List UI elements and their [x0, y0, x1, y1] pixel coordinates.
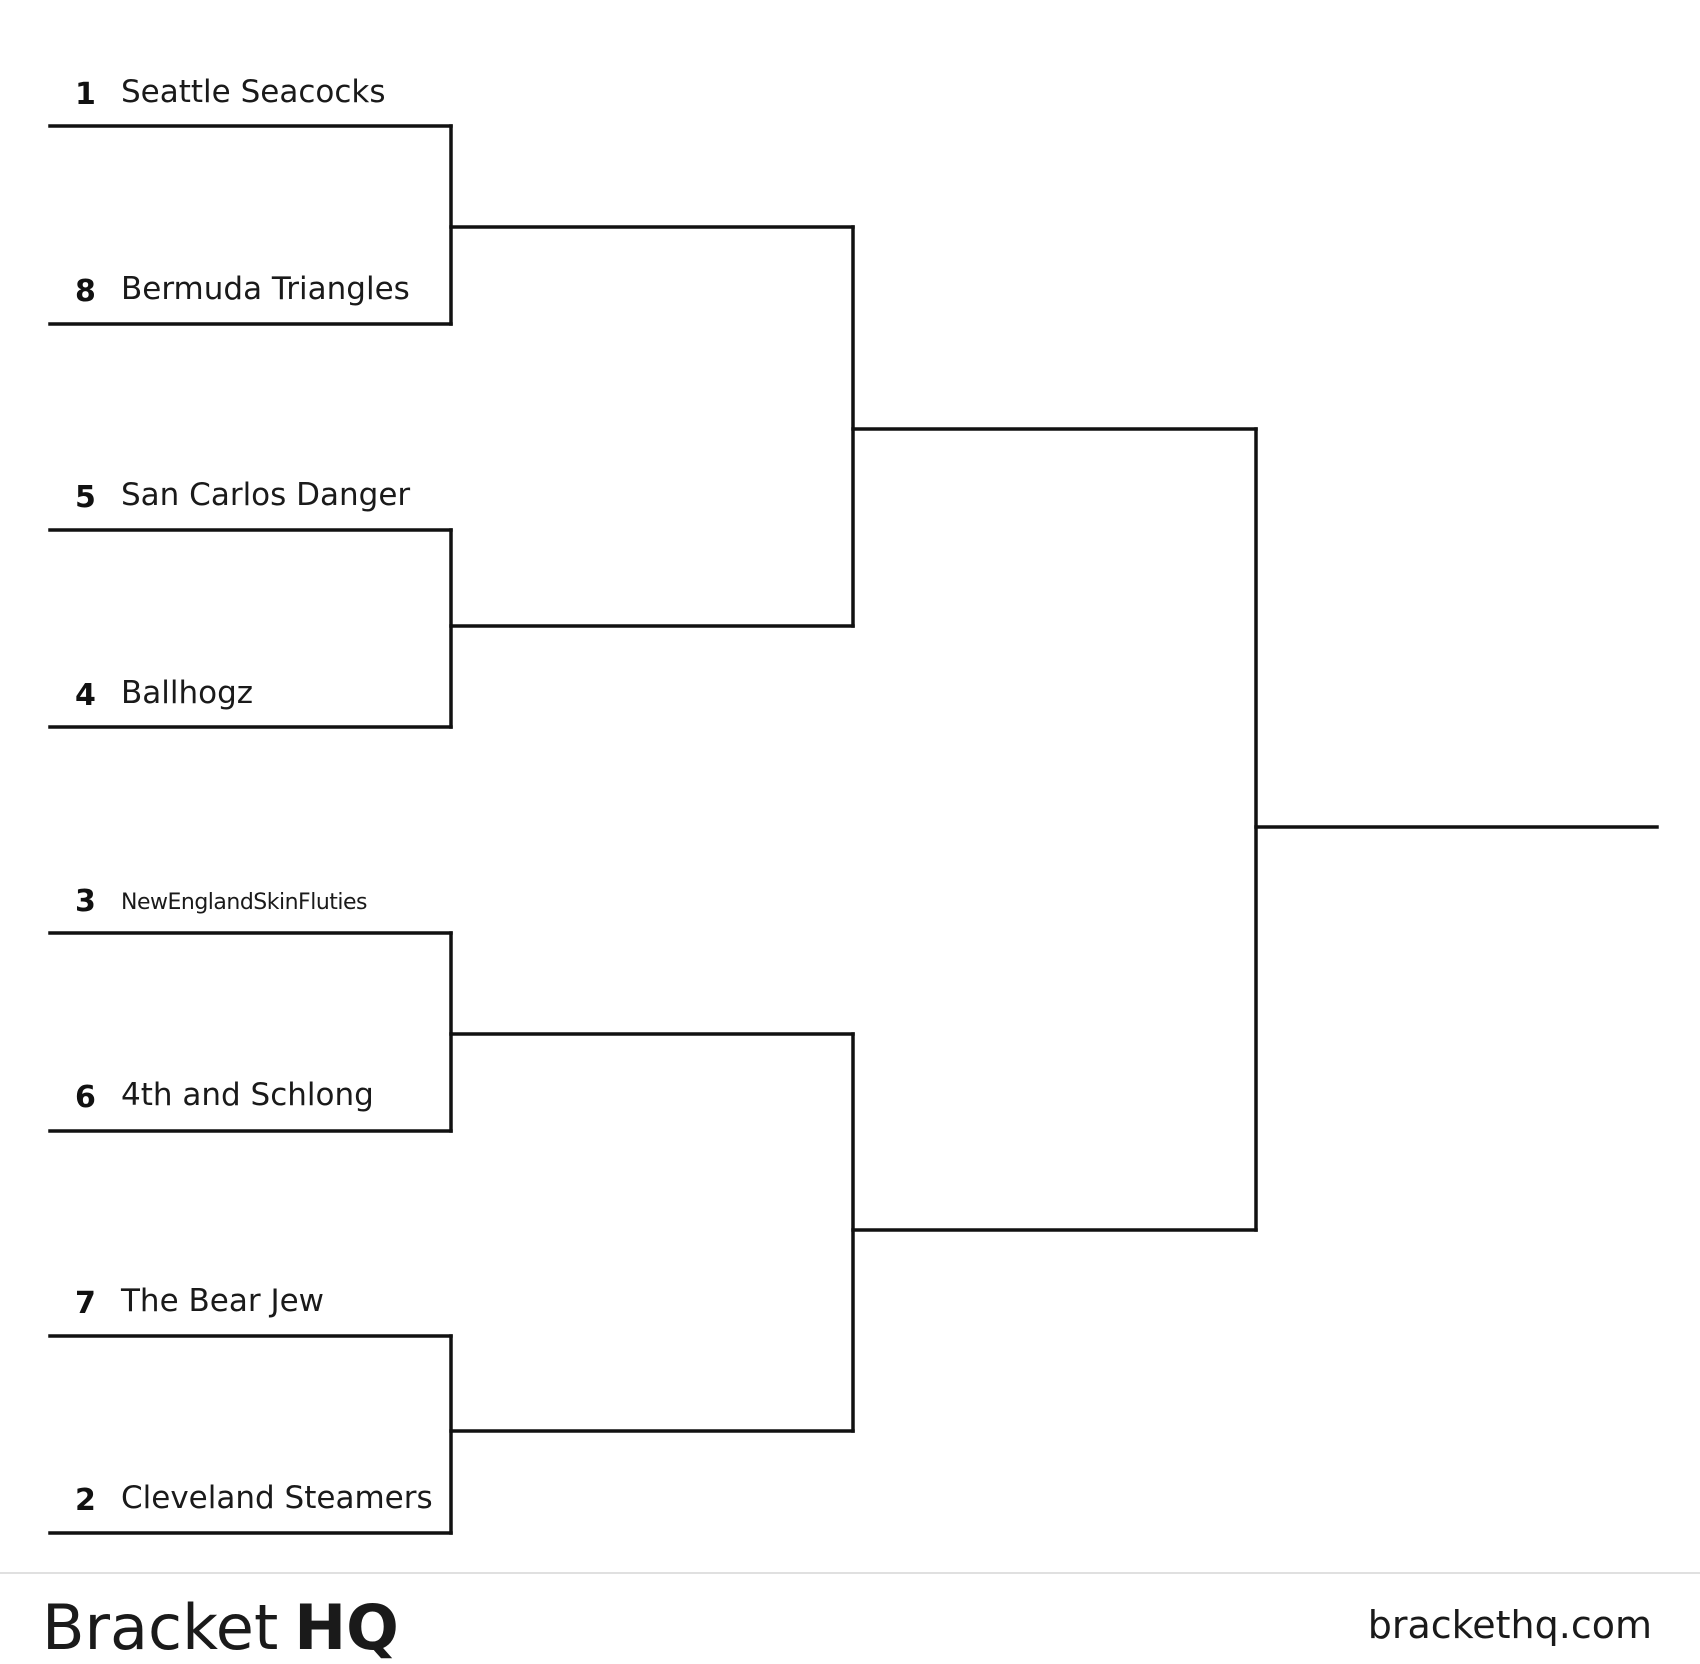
team-name: San Carlos Danger [121, 477, 410, 513]
round1-slot-8: 2 Cleveland Steamers [48, 1480, 453, 1535]
team-name: NewEnglandSkinFluties [121, 890, 367, 915]
seed-number: 2 [75, 1483, 96, 1518]
round1-slot-4: 4 Ballhogz [48, 675, 453, 729]
round1-slot-6: 6 4th and Schlong [48, 1077, 453, 1133]
team-name: Bermuda Triangles [121, 271, 410, 307]
seed-number: 4 [75, 678, 96, 713]
team-name: Ballhogz [121, 675, 253, 711]
seed-number: 5 [75, 480, 96, 515]
seed-number: 3 [75, 884, 96, 919]
team-name: Cleveland Steamers [121, 1480, 433, 1516]
round1-slot-3: 5 San Carlos Danger [48, 477, 453, 532]
seed-number: 8 [75, 274, 96, 309]
round1-slot-5: 3 NewEnglandSkinFluties [48, 884, 453, 935]
round1-slot-2: 8 Bermuda Triangles [48, 271, 453, 326]
seed-number: 1 [75, 77, 96, 112]
team-name: The Bear Jew [120, 1283, 324, 1319]
brand-text-light: Bracket [42, 1591, 278, 1664]
brand-text-bold: HQ [294, 1591, 399, 1664]
site-url: brackethq.com [1368, 1603, 1652, 1647]
round1-slot-7: 7 The Bear Jew [48, 1283, 453, 1338]
seed-number: 6 [75, 1080, 96, 1115]
round1-slot-1: 1 Seattle Seacocks [48, 74, 453, 128]
seed-number: 7 [75, 1286, 96, 1321]
team-name: Seattle Seacocks [121, 74, 386, 110]
team-name: 4th and Schlong [121, 1077, 374, 1113]
